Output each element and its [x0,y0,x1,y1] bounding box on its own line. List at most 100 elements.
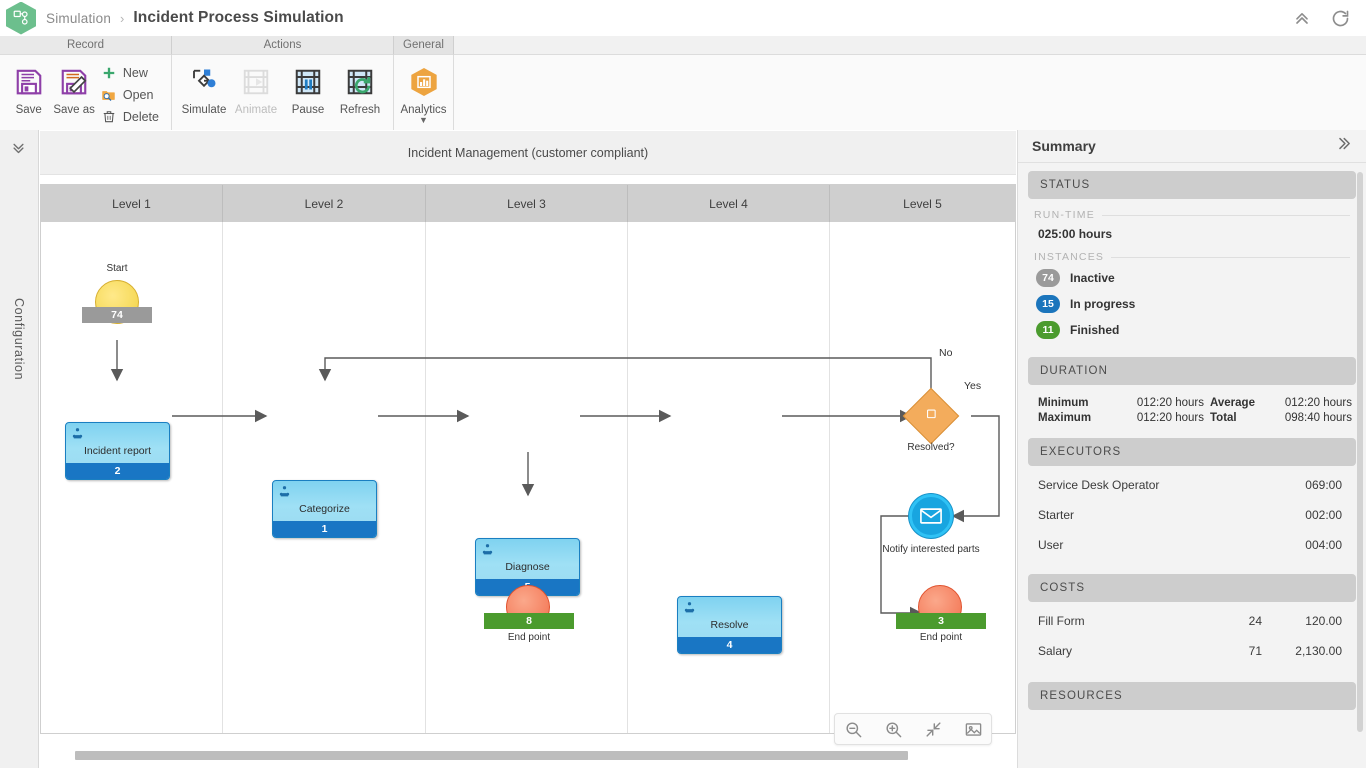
pause-button[interactable]: Pause [282,61,334,116]
node-end-point-lower[interactable]: 8 End point [506,585,550,629]
new-button-label: New [123,66,148,80]
ribbon-group-empty [454,36,1366,130]
zoom-in-icon[interactable] [881,717,905,741]
canvas-zoom-toolbar [834,713,992,745]
double-chevron-right-icon[interactable] [1335,135,1352,157]
new-button[interactable]: New [101,62,165,84]
summary-body[interactable]: STATUS RUN-TIME 025:00 hours INSTANCES 7… [1018,163,1366,768]
summary-panel: Summary STATUS RUN-TIME 025:00 hours INS… [1017,130,1366,768]
status-badge-inactive: 74 [1036,269,1060,287]
user-task-icon [71,427,84,445]
node-resolve[interactable]: Resolve 4 [677,596,782,654]
instance-row-finished[interactable]: 11 Finished [1028,317,1356,343]
duration-total-value: 098:40 hours [1278,412,1352,424]
fit-to-screen-icon[interactable] [921,717,945,741]
pause-filmstrip-icon [293,63,323,101]
summary-scrollbar-thumb[interactable] [1357,172,1363,732]
categorize-label: Categorize [273,503,376,515]
double-chevron-right-icon[interactable] [7,140,26,155]
analytics-button[interactable]: Analytics ▼ [400,61,447,123]
lane-header-level-3[interactable]: Level 3 [426,185,628,222]
categorize-count: 1 [273,521,376,537]
pause-button-label: Pause [292,104,325,116]
node-start-event[interactable]: Start 74 [95,280,139,324]
export-image-icon[interactable] [961,717,985,741]
runtime-value: 025:00 hours [1028,223,1356,245]
node-categorize[interactable]: Categorize 1 [272,480,377,538]
subsection-runtime: RUN-TIME [1028,203,1356,223]
resolve-count: 4 [678,637,781,653]
cost-row[interactable]: Salary 71 2,130.00 [1028,636,1356,666]
ribbon-group-record: Record Save [0,36,172,130]
refresh-button-label: Refresh [340,104,380,116]
summary-header: Summary [1018,130,1366,163]
save-as-floppy-pencil-icon [59,63,89,101]
section-header-executors[interactable]: EXECUTORS [1028,438,1356,466]
duration-maximum-key: Maximum [1038,412,1110,424]
lane-body-level-5 [830,222,1015,733]
divider-line [1111,257,1350,258]
section-header-costs[interactable]: COSTS [1028,574,1356,602]
ribbon-group-general-label: General [394,36,454,55]
resolve-label: Resolve [678,619,781,631]
lane-header-row: Level 1 Level 2 Level 3 Level 4 Level 5 [41,185,1015,222]
ribbon-toolbar: Record Save [0,36,1366,130]
section-header-duration[interactable]: DURATION [1028,357,1356,385]
lane-header-level-2[interactable]: Level 2 [223,185,426,222]
exclusive-gateway-diamond [903,388,960,445]
node-end-point-right[interactable]: 3 End point [918,585,962,629]
executor-value: 069:00 [1305,478,1342,492]
duration-total-key: Total [1210,412,1278,424]
incident-report-label: Incident report [66,445,169,457]
double-chevron-up-icon[interactable] [1292,8,1312,28]
executor-name: Starter [1038,508,1305,522]
delete-button[interactable]: Delete [101,106,165,128]
diagnose-label: Diagnose [476,561,579,573]
instance-label-in-progress: In progress [1070,297,1135,311]
diagram-canvas[interactable]: Incident Management (customer compliant)… [39,130,1017,768]
node-resolved-gateway[interactable]: Resolved? [911,396,951,436]
executor-row[interactable]: Starter 002:00 [1028,500,1356,530]
simulate-button[interactable]: Simulate [178,61,230,116]
message-event-circle [909,494,953,538]
breadcrumb-root[interactable]: Simulation [46,11,111,26]
lane-header-level-1[interactable]: Level 1 [41,185,223,222]
horizontal-scrollbar-thumb[interactable] [75,751,908,760]
diagram-title: Incident Management (customer compliant) [40,131,1016,175]
top-header-bar: Simulation › Incident Process Simulation [0,0,1366,36]
lane-body-level-2 [223,222,426,733]
divider-line [1102,215,1350,216]
instance-row-in-progress[interactable]: 15 In progress [1028,291,1356,317]
executor-row[interactable]: Service Desk Operator 069:00 [1028,470,1356,500]
open-button[interactable]: Open [101,84,165,106]
refresh-circle-icon[interactable] [1330,8,1350,28]
cost-value: 2,130.00 [1262,644,1342,658]
executor-row[interactable]: User 004:00 [1028,530,1356,560]
user-task-icon [278,485,291,503]
refresh-filmstrip-icon [345,63,375,101]
section-header-resources[interactable]: RESOURCES [1028,682,1356,710]
section-header-status[interactable]: STATUS [1028,171,1356,199]
save-button[interactable]: Save [6,61,51,116]
lane-columns [41,222,1015,733]
configuration-panel-collapsed[interactable]: Configuration [0,130,39,768]
node-notify-interested-parts[interactable]: Notify interested parts [909,494,953,538]
save-as-button[interactable]: Save as [51,61,96,116]
subsection-instances: INSTANCES [1028,245,1356,265]
process-simulation-logo-icon [6,2,36,35]
refresh-button[interactable]: Refresh [334,61,386,116]
cost-row[interactable]: Fill Form 24 120.00 [1028,606,1356,636]
instance-row-inactive[interactable]: 74 Inactive [1028,265,1356,291]
executor-value: 004:00 [1305,538,1342,552]
zoom-out-icon[interactable] [841,717,865,741]
analytics-chart-icon [408,63,440,101]
lane-header-level-4[interactable]: Level 4 [628,185,830,222]
executor-name: Service Desk Operator [1038,478,1305,492]
folder-search-icon [101,87,117,103]
lane-header-level-5[interactable]: Level 5 [830,185,1015,222]
plus-icon [101,65,117,81]
chevron-down-icon[interactable]: ▼ [419,117,428,123]
node-incident-report[interactable]: Incident report 2 [65,422,170,480]
duration-minimum-key: Minimum [1038,397,1110,409]
